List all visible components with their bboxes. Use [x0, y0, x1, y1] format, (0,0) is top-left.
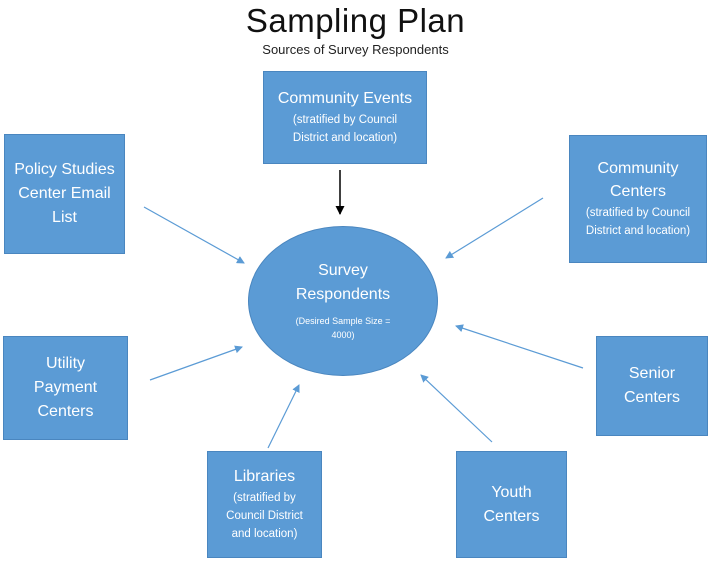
box-community-centers: Community Centers (stratified by Council… — [569, 135, 707, 263]
arrow-senior-centers — [455, 324, 584, 369]
center-label: Survey Respondents — [295, 262, 391, 303]
box-utility-payment: Utility Payment Centers — [3, 336, 128, 440]
box-libraries: Libraries (stratified by Council Distric… — [207, 451, 322, 558]
arrow-libraries — [267, 384, 300, 449]
box-label: Libraries — [233, 468, 296, 486]
box-label: Youth Centers — [483, 483, 540, 525]
box-note: (stratified by Council District and loca… — [585, 207, 691, 238]
box-label: Senior Centers — [623, 365, 681, 406]
box-youth-centers: Youth Centers — [456, 451, 567, 558]
arrow-youth-centers — [420, 374, 493, 443]
arrow-policy-studies — [143, 206, 245, 264]
box-community-events: Community Events (stratified by Council … — [263, 71, 427, 164]
box-policy-studies: Policy Studies Center Email List — [4, 134, 125, 254]
box-label: Utility Payment Centers — [33, 355, 98, 420]
page-subtitle: Sources of Survey Respondents — [262, 42, 449, 57]
box-label: Community Centers — [597, 160, 679, 201]
box-senior-centers: Senior Centers — [596, 336, 708, 436]
box-label: Policy Studies Center Email List — [14, 161, 115, 226]
box-note: (stratified by Council District and loca… — [292, 114, 398, 145]
box-note: (stratified by Council District and loca… — [226, 492, 303, 540]
page-title: Sampling Plan — [245, 2, 466, 39]
arrow-community-centers — [445, 197, 544, 259]
survey-respondents-ellipse: Survey Respondents (Desired Sample Size … — [248, 226, 438, 376]
arrow-utility-payment — [149, 345, 243, 381]
box-label: Community Events — [277, 90, 413, 108]
center-note: (Desired Sample Size = 4000) — [295, 315, 391, 341]
